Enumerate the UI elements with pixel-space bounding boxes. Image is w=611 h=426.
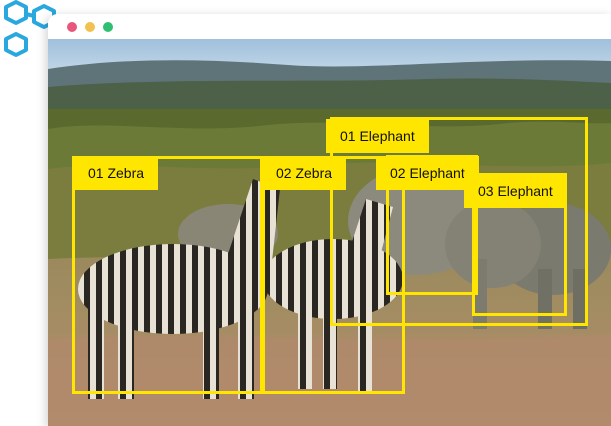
bbox-elephant-01	[330, 117, 588, 326]
bbox-zebra-01	[72, 156, 263, 394]
maximize-dot[interactable]	[103, 22, 113, 32]
detection-label-elephant-01: 01 Elephant	[326, 119, 429, 153]
detection-label-zebra-02: 02 Zebra	[262, 156, 347, 190]
window-titlebar	[48, 14, 611, 39]
detection-label-elephant-02: 02 Elephant	[376, 156, 479, 190]
minimize-dot[interactable]	[85, 22, 95, 32]
detection-label-zebra-01: 01 Zebra	[74, 156, 159, 190]
detection-label-elephant-03: 03 Elephant	[464, 174, 567, 208]
close-dot[interactable]	[67, 22, 77, 32]
